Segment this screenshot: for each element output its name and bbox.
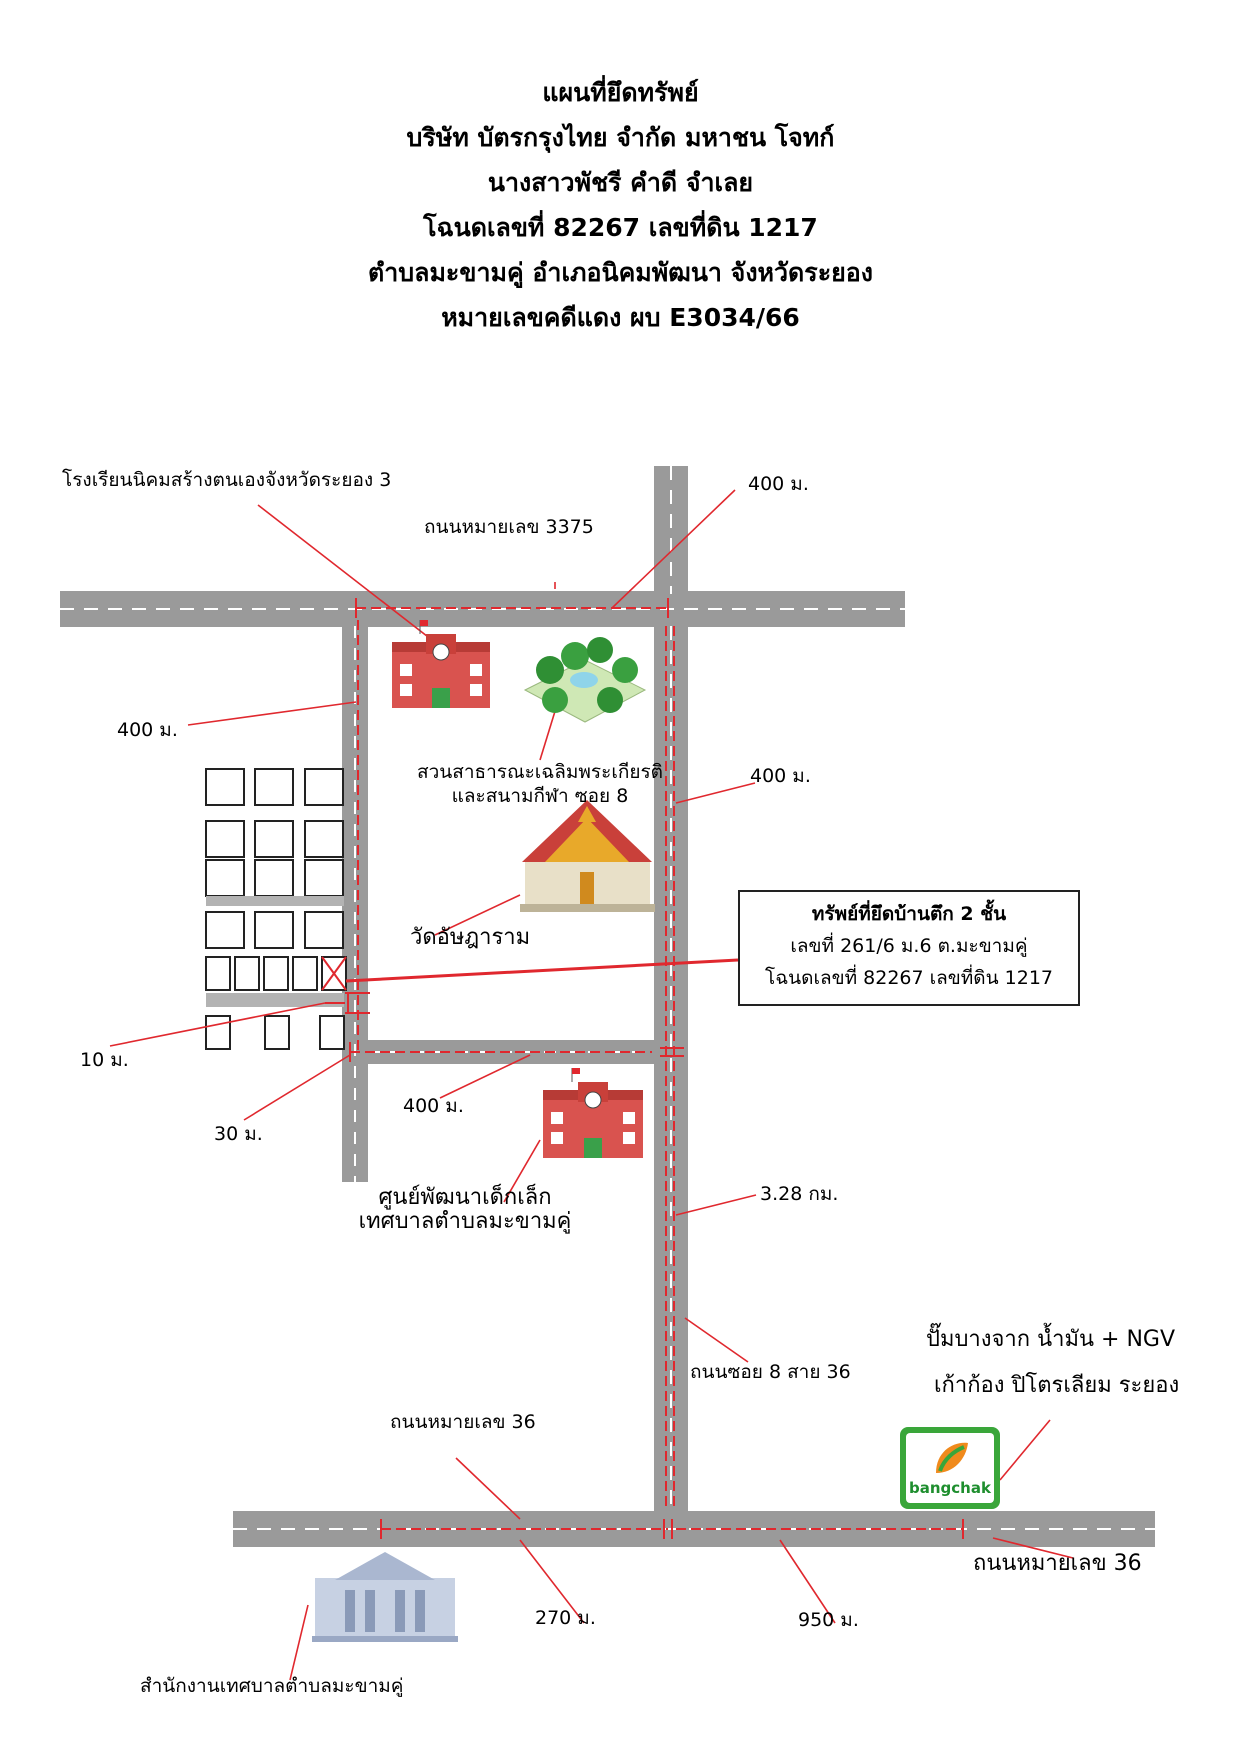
childcare-building-icon (543, 1068, 643, 1158)
road-left-vertical (342, 626, 368, 1182)
label-childcare-line1: ศูนย์พัฒนาเด็กเล็ก (378, 1185, 552, 1210)
label-road-soi8: ถนนซอย 8 สาย 36 (690, 1361, 851, 1383)
house-blocks (205, 768, 347, 1050)
bangchak-logo-inner: bangchak (906, 1433, 994, 1503)
header-defendant: นางสาวพัชรี คำดี จำเลย (487, 168, 754, 197)
temple-icon (520, 800, 655, 912)
label-park-line2: และสนามกีฬา ซอย 8 (451, 785, 629, 807)
road-soi8 (654, 626, 688, 1511)
bangchak-logo: bangchak (900, 1427, 1000, 1509)
seized-property-marker (321, 956, 347, 991)
callout-deed: โฉนดเลขที่ 82267 เลขที่ดิน 1217 (764, 967, 1053, 989)
label-distance-400-mid: 400 ม. (403, 1095, 464, 1117)
label-school-top: โรงเรียนนิคมสร้างตนเองจังหวัดระยอง 3 (62, 469, 392, 491)
label-distance-400-right: 400 ม. (750, 765, 811, 787)
label-distance-400-top: 400 ม. (748, 473, 809, 495)
header-plaintiff: บริษัท บัตรกรุงไทย จำกัด มหาชน โจทก์ (406, 123, 835, 152)
route-lines (325, 598, 964, 1539)
bangchak-wordmark: bangchak (909, 1479, 991, 1497)
school-building-icon (392, 620, 490, 708)
label-road-36-right: ถนนหมายเลข 36 (973, 1551, 1142, 1576)
label-road-36-top: ถนนหมายเลข 36 (390, 1411, 536, 1433)
label-distance-10: 10 ม. (80, 1049, 129, 1071)
header-deed: โฉนดเลขที่ 82267 เลขที่ดิน 1217 (423, 213, 818, 242)
label-road-3375: ถนนหมายเลข 3375 (424, 516, 594, 538)
label-distance-400-left: 400 ม. (117, 719, 178, 741)
label-park: สวนสาธารณะเฉลิมพระเกียรติ และสนามกีฬา ซอ… (375, 760, 705, 808)
header-location: ตำบลมะขามคู่ อำเภอนิคมพัฒนา จังหวัดระยอง (367, 258, 874, 287)
label-temple: วัดอัษฎาราม (410, 925, 531, 950)
seized-property-callout: ทรัพย์ที่ยึดบ้านตึก 2 ชั้น เลขที่ 261/6 … (738, 890, 1080, 1006)
label-distance-3-28: 3.28 กม. (760, 1183, 839, 1205)
label-distance-270: 270 ม. (535, 1607, 596, 1629)
callout-address: เลขที่ 261/6 ม.6 ต.มะขามคู่ (790, 935, 1028, 957)
bangchak-leaf-icon (936, 1442, 968, 1473)
header-title: แผนที่ยึดทรัพย์ (542, 78, 699, 107)
park-icon (523, 637, 647, 723)
house-block-gray-strips (206, 896, 344, 1007)
label-childcare-line2: เทศบาลตำบลมะขามคู่ (358, 1209, 572, 1234)
label-station-line1: ปั๊มบางจาก น้ำมัน + NGV (926, 1327, 1175, 1352)
label-park-line1: สวนสาธารณะเฉลิมพระเกียรติ (416, 761, 664, 783)
map-header: แผนที่ยึดทรัพย์ บริษัท บัตรกรุงไทย จำกัด… (0, 70, 1241, 340)
label-municipal-office: สำนักงานเทศบาลตำบลมะขามคู่ (140, 1675, 404, 1697)
label-distance-30: 30 ม. (214, 1123, 263, 1145)
pointer-lines (109, 489, 1074, 1681)
road-north-stub (654, 466, 688, 594)
municipal-office-icon (312, 1552, 458, 1642)
label-distance-950: 950 ม. (798, 1609, 859, 1631)
label-childcare: ศูนย์พัฒนาเด็กเล็ก เทศบาลตำบลมะขามคู่ (330, 1186, 600, 1234)
label-station-line2: เก้าก้อง ปิโตรเลียม ระยอง (934, 1373, 1180, 1398)
callout-title: ทรัพย์ที่ยึดบ้านตึก 2 ชั้น (811, 903, 1007, 925)
header-case-number: หมายเลขคดีแดง ผบ E3034/66 (441, 303, 800, 332)
